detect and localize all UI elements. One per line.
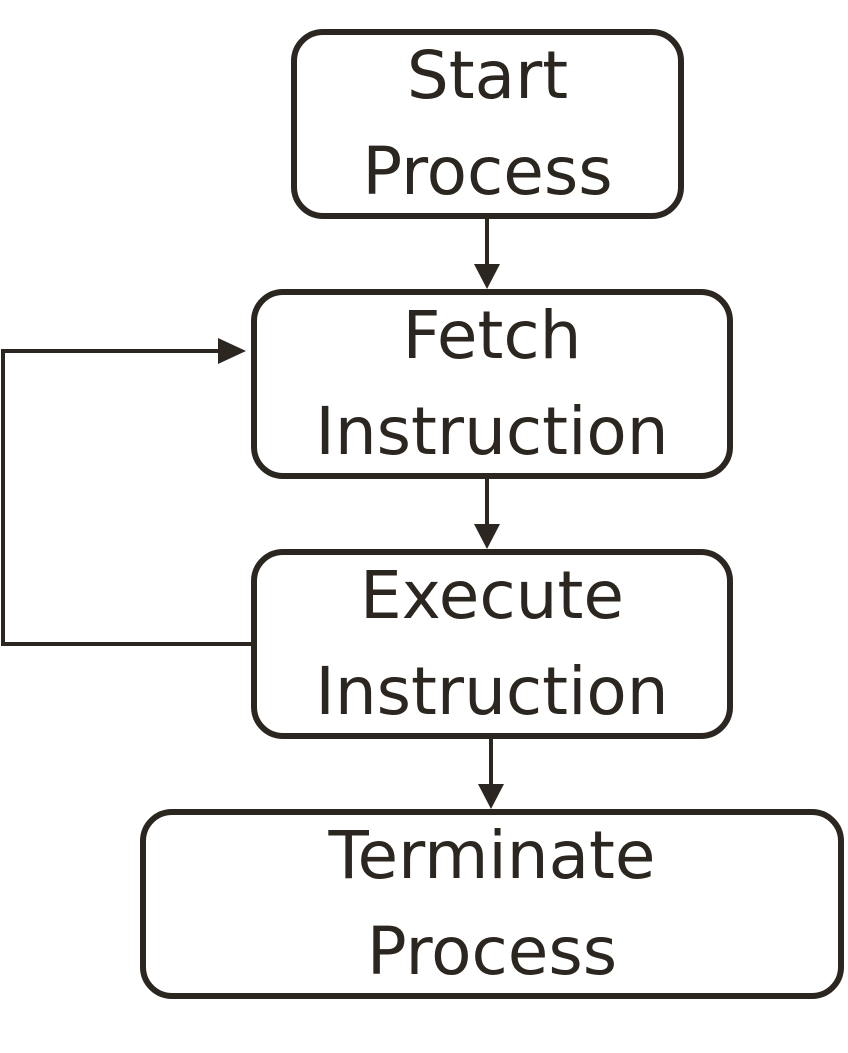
- arrow-loop-execute-to-fetch: [1, 338, 251, 646]
- execute-instruction-node: Execute Instruction: [251, 549, 733, 739]
- execute-instruction-line-2: Instruction: [315, 653, 669, 730]
- terminate-process-line-2: Process: [366, 913, 618, 990]
- fetch-instruction-line-1: Fetch: [402, 297, 582, 374]
- arrow-start-to-fetch: [474, 219, 500, 289]
- start-process-line-1: Start: [406, 37, 569, 114]
- start-process-line-2: Process: [362, 133, 613, 210]
- terminate-process-node: Terminate Process: [140, 809, 844, 999]
- arrow-fetch-to-execute: [474, 479, 500, 549]
- terminate-process-line-1: Terminate: [328, 817, 656, 894]
- fetch-instruction-line-2: Instruction: [315, 393, 669, 470]
- fetch-instruction-node: Fetch Instruction: [251, 289, 733, 479]
- execute-instruction-line-1: Execute: [360, 557, 624, 634]
- arrow-execute-to-terminate: [478, 739, 504, 809]
- start-process-node: Start Process: [291, 29, 684, 219]
